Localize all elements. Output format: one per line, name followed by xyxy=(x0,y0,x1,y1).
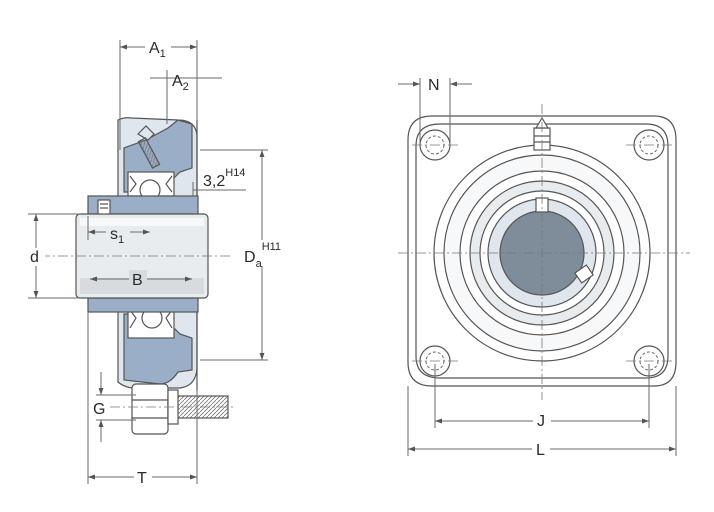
grease-nipple-icon xyxy=(137,125,161,169)
bolt-head xyxy=(131,383,169,435)
inner-ring-lower xyxy=(87,297,199,313)
dim-s1: s1 xyxy=(87,216,150,246)
dim-d: d xyxy=(27,213,80,299)
seal-lower-left xyxy=(129,309,137,329)
dim-j: J xyxy=(434,364,650,430)
label-a1: A1 xyxy=(149,40,166,60)
seal-lower-right xyxy=(165,309,173,329)
grease-nipple-front-icon xyxy=(533,116,551,151)
dim-g: G xyxy=(93,372,136,442)
label-a2: A2 xyxy=(172,73,189,93)
label-b: B xyxy=(132,272,143,289)
label-h14: 3,2H14 xyxy=(203,167,245,190)
flange-inner-outline xyxy=(415,123,669,379)
label-n: N xyxy=(428,77,440,94)
seal-upper-right xyxy=(165,175,173,193)
shaft-highlight xyxy=(80,218,204,226)
label-d: d xyxy=(30,249,39,266)
label-s1: s1 xyxy=(110,226,124,246)
label-da: DaH11 xyxy=(244,241,281,270)
side-section-view: A1 A2 3,2H14 DaH11 d xyxy=(27,38,292,487)
label-g: G xyxy=(93,401,105,418)
seal-upper-left xyxy=(129,175,137,193)
label-j: J xyxy=(537,413,545,430)
set-screw-icon xyxy=(97,199,111,215)
dim-a1: A1 xyxy=(119,38,198,150)
set-screw-front-icon xyxy=(535,197,595,284)
dim-t: T xyxy=(87,312,198,487)
dim-da: DaH11 xyxy=(200,149,292,361)
label-l: L xyxy=(536,442,545,459)
front-view: N J L xyxy=(398,77,690,459)
dim-b: B xyxy=(90,270,192,289)
dim-l: L xyxy=(407,386,677,459)
dim-n: N xyxy=(398,77,472,145)
bearing-upper xyxy=(127,171,175,201)
label-t: T xyxy=(137,470,147,487)
dim-h14: 3,2H14 xyxy=(192,167,246,196)
bolt-icon xyxy=(131,383,229,435)
dim-a2: A2 xyxy=(150,70,222,124)
